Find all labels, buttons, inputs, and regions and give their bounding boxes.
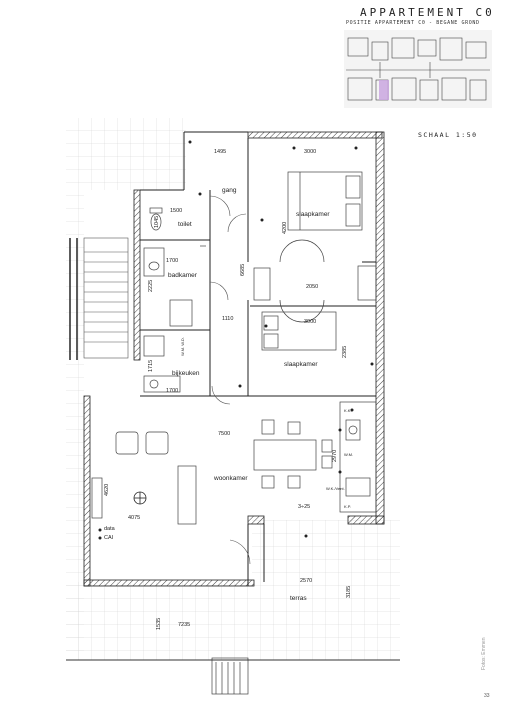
dim-4620: 4620 (104, 484, 110, 496)
scale-label: SCHAAL 1:50 (418, 131, 478, 139)
staircase (83, 237, 129, 359)
dim-1700-bottom: 1700 (166, 388, 178, 394)
dim-1495: 1495 (214, 149, 226, 155)
room-bijkeuken: bijkeuken (172, 370, 200, 377)
bed-1 (287, 171, 363, 231)
dim-3000-mid: 3000 (304, 319, 316, 325)
wall-lines (140, 131, 376, 586)
dim-4075: 4075 (128, 515, 140, 521)
dim-7500: 7500 (218, 431, 230, 437)
room-badkamer: badkamer (168, 272, 198, 279)
dim-2050: 2050 (306, 284, 318, 290)
page-number: 33 (484, 693, 490, 699)
dim-4200: 4200 (282, 222, 288, 234)
light-symbol (133, 491, 147, 505)
doors (209, 195, 251, 565)
annotation-cai: CAI (104, 535, 114, 541)
dim-1110: 1110 (222, 316, 233, 322)
dim-1700-top: 1700 (166, 258, 178, 264)
dim-2570: 2570 (300, 578, 312, 584)
bed-2 (261, 311, 337, 351)
dim-6685: 6685 (240, 264, 246, 276)
page-subtitle: POSITIE APPARTEMENT C0 - BEGANE GROND (346, 20, 480, 26)
wardrobe (253, 239, 377, 323)
annotation-data: data (104, 526, 116, 532)
dim-3000-top: 3000 (304, 149, 316, 155)
room-gang: gang (222, 187, 237, 194)
annotation-wm: W.M. (344, 452, 353, 457)
dim-1535: 1535 (156, 618, 162, 630)
living-furniture (91, 431, 197, 525)
toilet-bowl (149, 207, 163, 231)
entrance-steps (211, 657, 249, 695)
outlets (98, 140, 374, 540)
kitchen-counter (339, 401, 377, 513)
terrace-paving (66, 582, 400, 660)
utility-fixtures (143, 335, 181, 393)
dim-2970: 2970 (332, 450, 338, 462)
dim-2385: 2385 (342, 346, 348, 358)
room-toilet: toilet (178, 221, 192, 228)
room-slaapkamer-1: slaapkamer (296, 211, 330, 218)
annotation-kp: K.P. (344, 504, 351, 509)
page-title: APPARTEMENT C0 (360, 6, 495, 19)
dim-1500: 1500 (170, 208, 182, 214)
photo-credit: Fotos: Emmen (481, 637, 487, 670)
room-woonkamer: woonkamer (213, 475, 248, 482)
room-slaapkamer-2: slaapkamer (284, 361, 318, 368)
stair-handrails (69, 238, 78, 360)
dining-set (253, 419, 333, 489)
dim-1045: 1045 (154, 216, 160, 228)
annotation-wkvent: W.K./Vent. (326, 486, 345, 491)
annotation-wmwd: W.M. W.D. (180, 337, 185, 356)
outer-walls (83, 131, 385, 587)
bathroom-fixtures (143, 245, 206, 327)
dim-7235: 7235 (178, 622, 190, 628)
terrace-paving-right (252, 520, 400, 582)
dim-3x25: 3÷25 (298, 504, 310, 510)
dim-3185: 3185 (346, 586, 352, 598)
room-terras: terras (290, 595, 307, 602)
annotation-kk: K.K. (344, 408, 352, 413)
dim-2225: 2225 (148, 280, 154, 292)
dim-1715: 1715 (148, 360, 154, 372)
exterior-paving-top (66, 118, 186, 190)
